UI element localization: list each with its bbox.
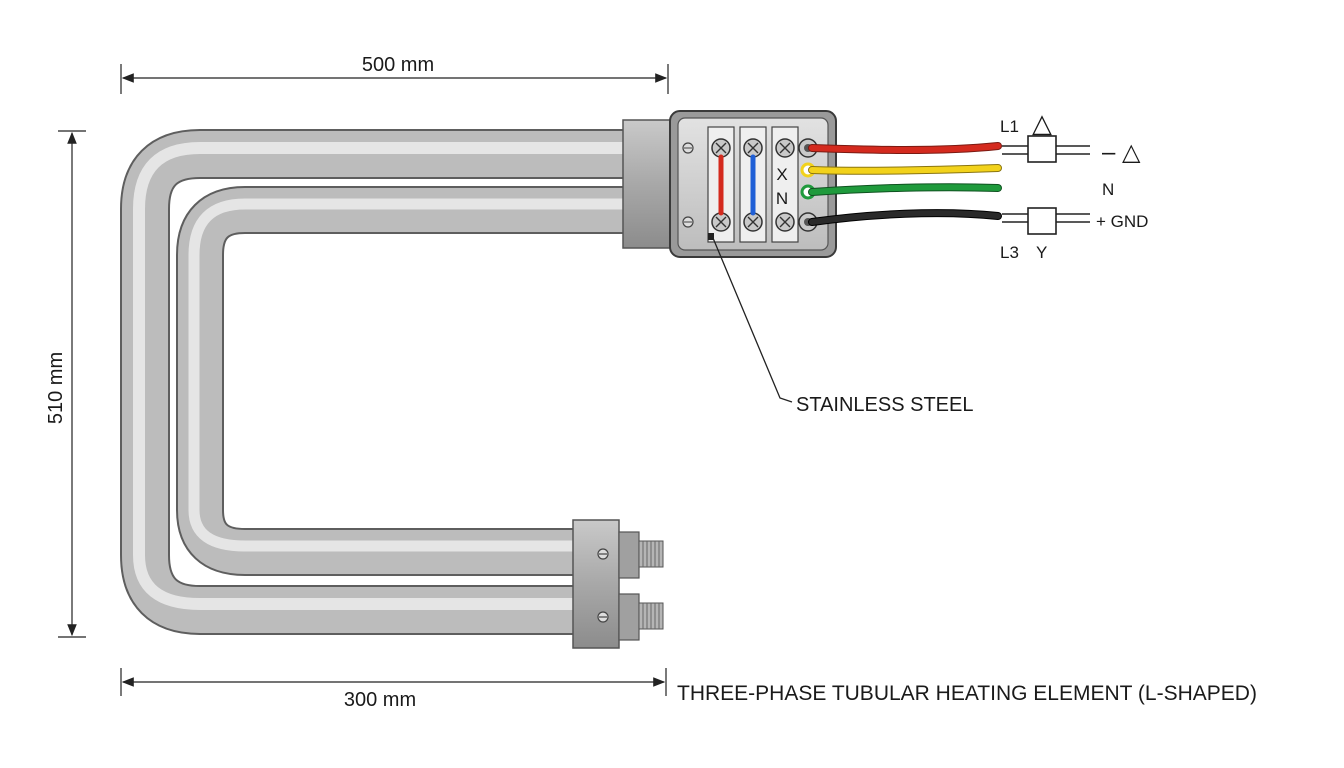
material-leader-line <box>712 237 793 403</box>
black-wire-l3 <box>809 210 1001 225</box>
outer-tube <box>120 129 630 635</box>
label-l1: L1 <box>1000 117 1019 136</box>
terminal-mark-n: N <box>776 189 788 208</box>
l1-element-box <box>1027 135 1057 163</box>
l3-element-box <box>1027 207 1057 235</box>
dimension-height <box>58 130 86 638</box>
top-collar <box>622 119 674 249</box>
dimension-label-height: 510 mm <box>45 352 67 424</box>
threaded-stud-upper <box>638 540 664 568</box>
yellow-wire-l2 <box>809 165 1001 174</box>
red-wire-l1 <box>809 143 1001 153</box>
label-gnd: + GND <box>1096 212 1148 231</box>
terminal-mark-x: X <box>776 165 787 184</box>
green-wire-n <box>809 184 1001 195</box>
material-callout: STAINLESS STEEL <box>796 394 973 416</box>
bottom-mounting-block <box>572 519 640 649</box>
delta-symbol-icon: △ <box>1032 108 1052 138</box>
label-n: N <box>1102 180 1114 199</box>
label-l3: L3 <box>1000 243 1019 262</box>
dimension-top-width <box>120 64 669 94</box>
wiring-schematic <box>1002 135 1090 235</box>
threaded-stud-lower <box>638 602 664 630</box>
label-y: Y <box>1036 243 1047 262</box>
supply-wires <box>800 142 1002 226</box>
label-dash-delta: – △ <box>1102 139 1141 166</box>
dimension-label-bottom-width: 300 mm <box>344 689 416 711</box>
diagram-title: THREE-PHASE TUBULAR HEATING ELEMENT (L-S… <box>677 682 1257 705</box>
dimension-label-top-width: 500 mm <box>362 54 434 76</box>
dimension-bottom-width <box>120 668 667 696</box>
inner-tube <box>176 186 630 576</box>
